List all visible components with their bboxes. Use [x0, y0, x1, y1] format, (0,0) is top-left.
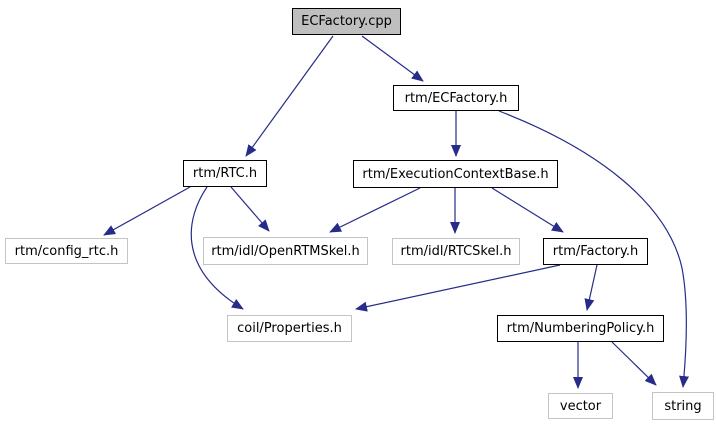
node-rtm-rtc-h[interactable]: rtm/RTC.h — [183, 160, 267, 187]
node-label: rtm/idl/OpenRTMSkel.h — [211, 243, 360, 259]
node-rtm-ecfactory-h[interactable]: rtm/ECFactory.h — [393, 85, 519, 111]
node-label: vector — [559, 398, 602, 414]
node-coil-properties-h: coil/Properties.h — [227, 315, 352, 342]
edge-ecfactory-cpp-to-rtm-rtc-h — [245, 35, 334, 157]
node-rtm-config-rtc-h: rtm/config_rtc.h — [5, 238, 128, 264]
node-label: coil/Properties.h — [237, 321, 342, 336]
node-vector: vector — [548, 393, 613, 419]
node-label: rtm/config_rtc.h — [14, 243, 119, 259]
node-label: rtm/ExecutionContextBase.h — [362, 166, 549, 182]
node-label: ECFactory.cpp — [301, 14, 392, 29]
edge-rtm-numberingpolicy-h-to-string — [611, 341, 657, 386]
node-label: rtm/RTC.h — [192, 166, 258, 181]
edge-rtm-executioncontextbase-h-to-rtm-idl-openrtmskel-h — [329, 187, 421, 233]
node-rtm-factory-h[interactable]: rtm/Factory.h — [543, 238, 648, 265]
node-label: rtm/NumberingPolicy.h — [506, 321, 655, 336]
node-ecfactory-cpp: ECFactory.cpp — [292, 8, 401, 35]
edge-ecfactory-cpp-to-rtm-ecfactory-h — [361, 35, 424, 82]
edge-rtm-ecfactory-h-to-string — [498, 110, 690, 388]
edge-rtm-rtc-h-to-coil-properties-h — [190, 186, 244, 310]
edge-rtm-executioncontextbase-h-to-rtm-factory-h — [491, 187, 564, 233]
node-rtm-numberingpolicy-h[interactable]: rtm/NumberingPolicy.h — [497, 315, 664, 342]
edges — [103, 35, 690, 389]
node-string: string — [652, 392, 714, 420]
node-rtm-executioncontextbase-h[interactable]: rtm/ExecutionContextBase.h — [353, 160, 558, 188]
node-rtm-idl-rtcskel-h: rtm/idl/RTCSkel.h — [392, 238, 520, 265]
node-label: string — [664, 398, 702, 414]
node-label: rtm/Factory.h — [552, 244, 639, 259]
edge-rtm-factory-h-to-rtm-numberingpolicy-h — [584, 264, 598, 311]
node-label: rtm/ECFactory.h — [404, 90, 508, 106]
edge-rtm-rtc-h-to-rtm-idl-openrtmskel-h — [230, 186, 270, 232]
node-rtm-idl-openrtmskel-h: rtm/idl/OpenRTMSkel.h — [203, 237, 368, 265]
edge-rtm-rtc-h-to-rtm-config-rtc-h — [103, 186, 191, 236]
edge-rtm-factory-h-to-coil-properties-h — [355, 264, 561, 312]
node-label: rtm/idl/RTCSkel.h — [400, 244, 512, 259]
